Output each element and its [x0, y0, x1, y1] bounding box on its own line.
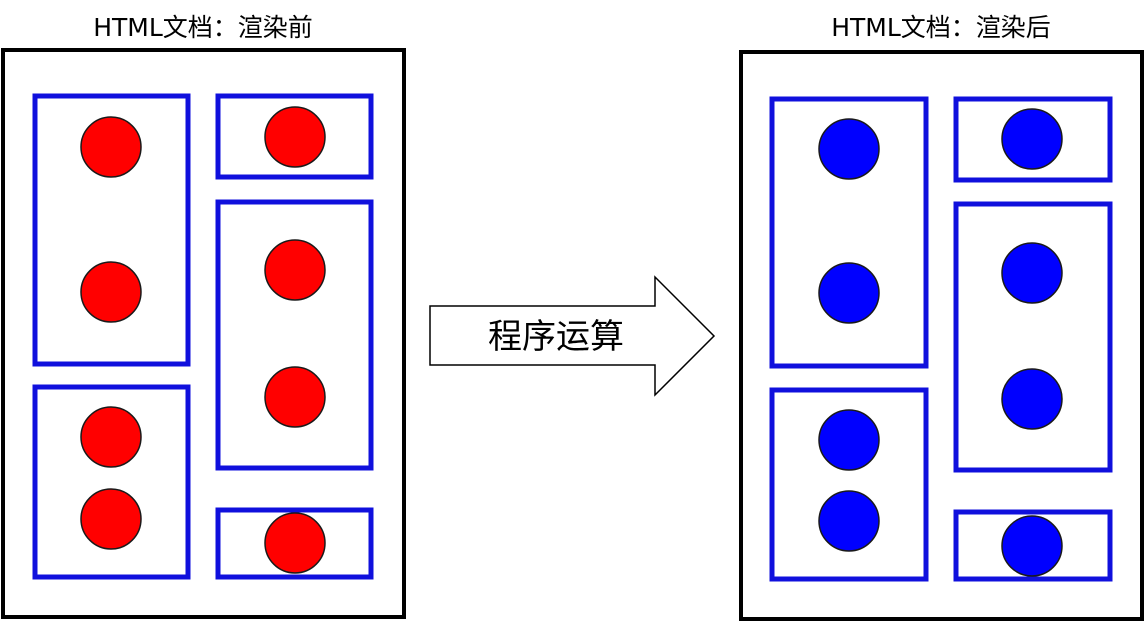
dot — [80, 406, 142, 468]
dot — [264, 512, 326, 574]
block-right-middle — [215, 199, 374, 471]
dot — [1001, 242, 1063, 304]
block-right-small-bottom — [215, 507, 374, 580]
block-right-small-top — [215, 93, 374, 180]
dot — [818, 409, 880, 471]
dot — [818, 118, 880, 180]
dot — [1001, 515, 1063, 577]
block-left-bottom — [32, 384, 191, 580]
panel-before-frame — [1, 48, 406, 619]
block-right-small-bottom — [953, 509, 1113, 582]
right-arrow-shape — [429, 275, 716, 397]
dot — [1001, 108, 1063, 170]
dot — [1001, 368, 1063, 430]
dot — [818, 490, 880, 552]
block-left-top — [769, 96, 929, 369]
dot — [264, 366, 326, 428]
panel-after: HTML文档：渲染后 — [739, 13, 1144, 621]
panel-after-frame — [739, 50, 1144, 621]
dot — [818, 262, 880, 324]
panel-before-caption: HTML文档：渲染前 — [93, 13, 313, 42]
dot — [264, 239, 326, 301]
block-right-middle — [953, 201, 1113, 473]
process-arrow-label: 程序运算 — [488, 317, 624, 357]
dot — [80, 488, 142, 550]
block-left-top — [32, 93, 191, 367]
panel-after-caption: HTML文档：渲染后 — [831, 13, 1051, 42]
block-right-small-top — [953, 96, 1113, 183]
block-left-bottom — [769, 387, 929, 582]
panel-before: HTML文档：渲染前 — [1, 13, 406, 619]
dot — [80, 261, 142, 323]
dot — [264, 106, 326, 168]
dot — [80, 116, 142, 178]
process-arrow: 程序运算 — [429, 275, 716, 397]
